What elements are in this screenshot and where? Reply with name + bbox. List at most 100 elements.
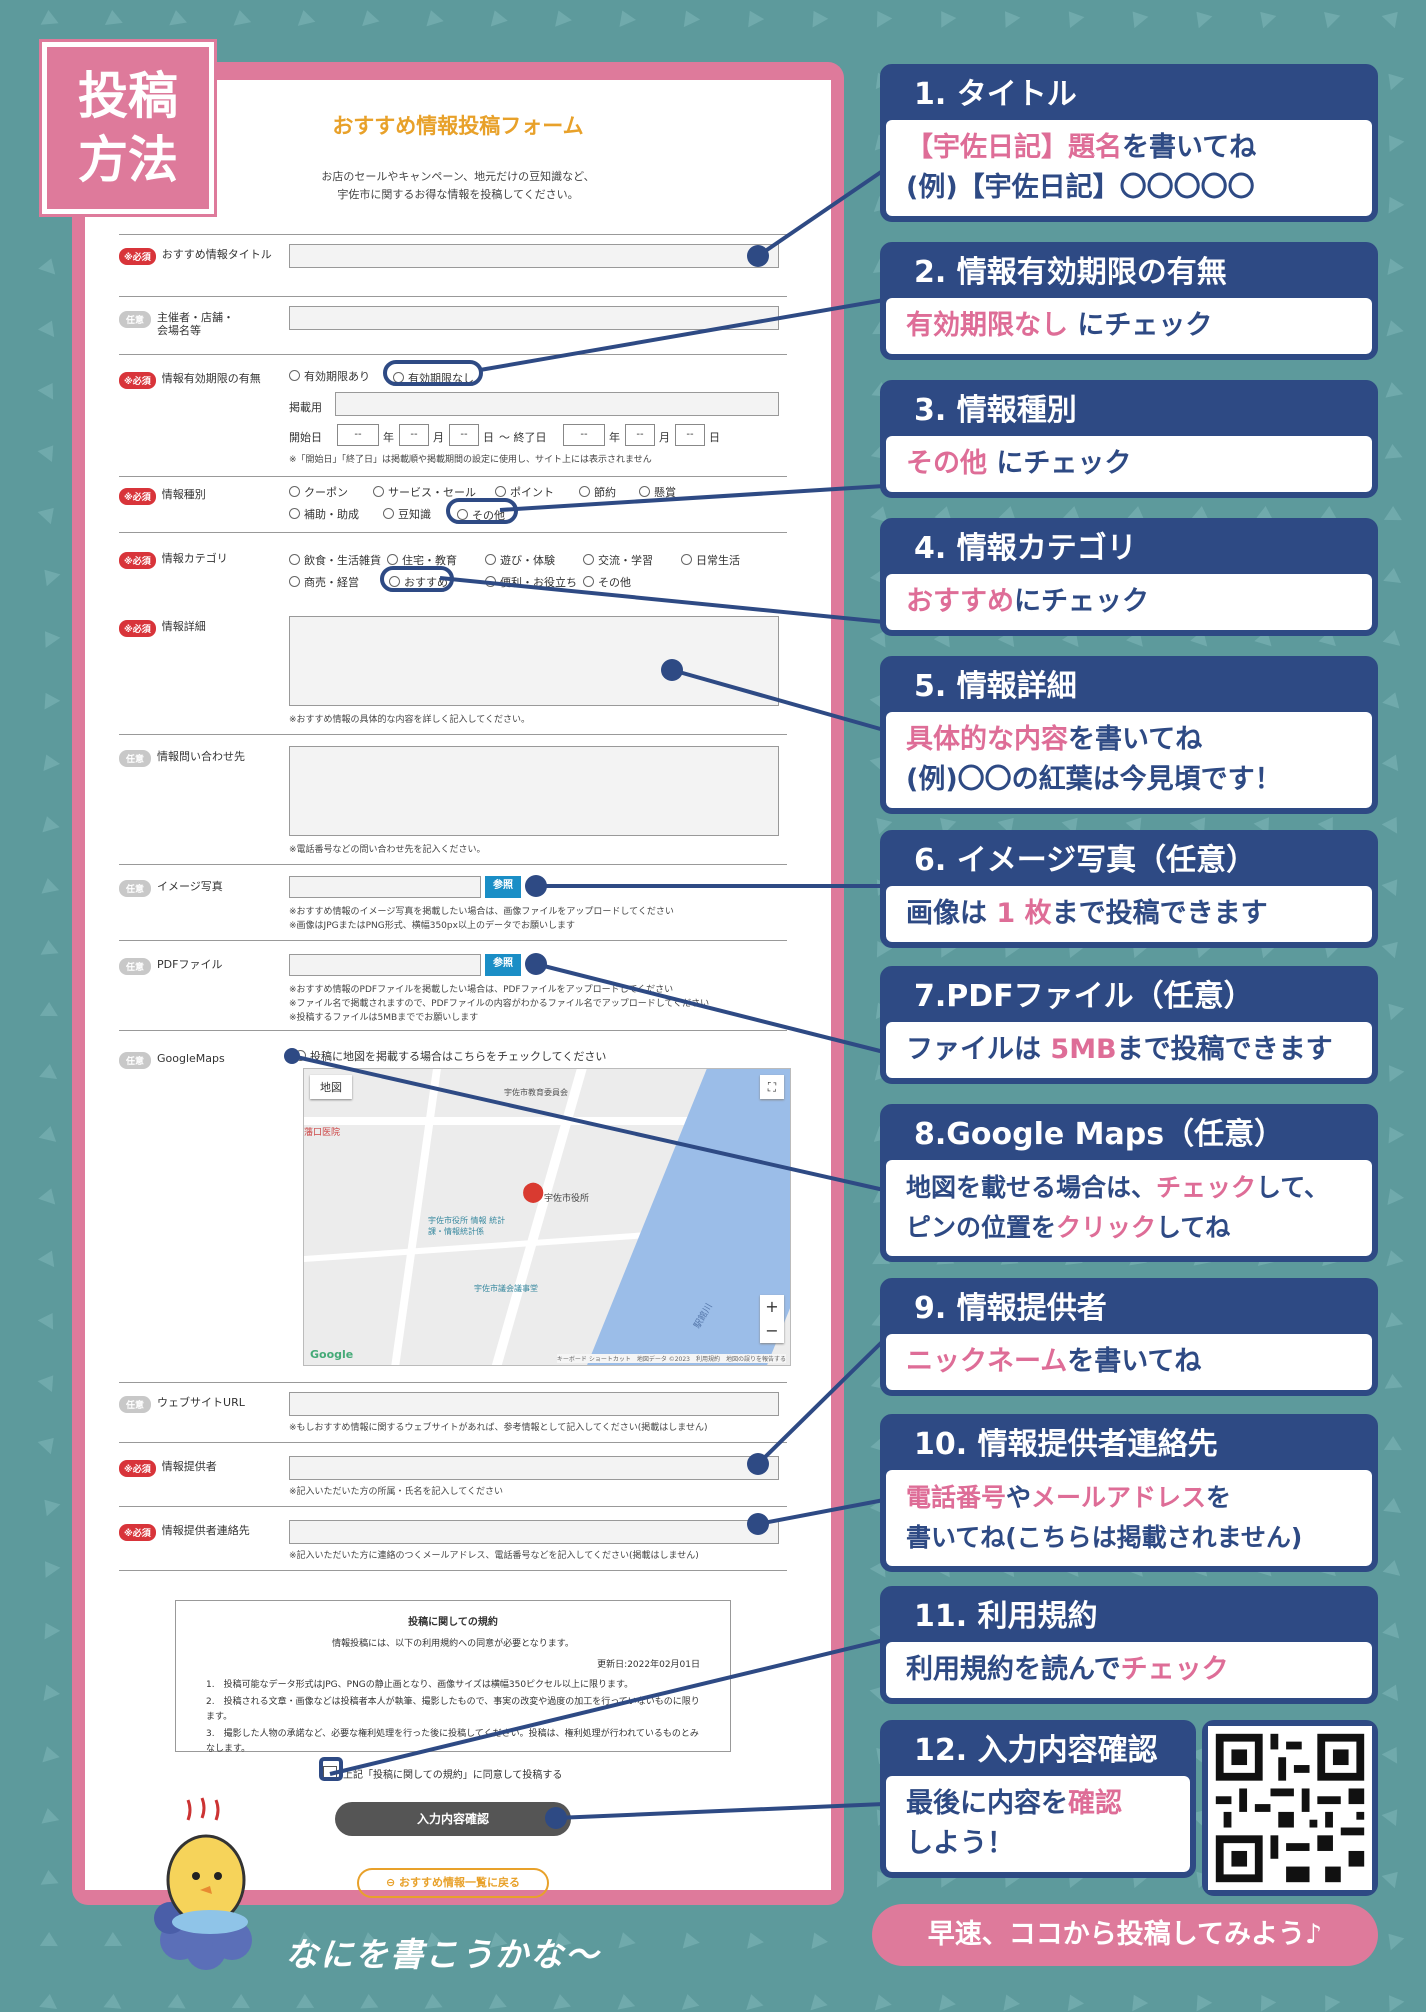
pdf-browse-button[interactable]: 参照 (485, 954, 521, 976)
radio-type-trivia[interactable]: 豆知識 (383, 506, 431, 522)
start-year-select[interactable]: -- (337, 424, 379, 446)
pattern-triangle (39, 939, 59, 955)
radio-type-other[interactable]: その他 (457, 507, 505, 523)
pdf-file-input[interactable] (289, 954, 481, 976)
pattern-triangle (613, 7, 637, 27)
map-type-button[interactable]: 地図 (310, 1075, 352, 1099)
highlight-text: メールアドレス (1031, 1483, 1207, 1512)
pattern-triangle (1381, 130, 1405, 152)
radio-type-prize[interactable]: 懸賞 (639, 484, 676, 500)
divider (119, 1570, 787, 1571)
radio-cat-housing[interactable]: 住宅・教育 (387, 552, 457, 568)
zoom-in-icon[interactable]: + (765, 1297, 779, 1316)
body-text: にチェック (1068, 310, 1213, 341)
radio-period-yes[interactable]: 有効期限あり (289, 368, 370, 384)
pattern-triangle (1381, 1680, 1405, 1702)
required-badge: ※必須 (119, 372, 156, 389)
radio-cat-recommend[interactable]: おすすめ (389, 574, 448, 590)
pattern-triangle (167, 8, 187, 26)
pattern-triangle (1125, 5, 1149, 29)
pattern-triangle (869, 6, 893, 28)
step-body: 電話番号やメールアドレスを書いてね(こちらは掲載されません) (886, 1470, 1372, 1566)
maps-checkbox[interactable]: 投稿に地図を掲載する場合はこちらをチェックしてください (295, 1048, 606, 1064)
web-url-input[interactable] (289, 1392, 779, 1416)
pattern-triangle (37, 1246, 61, 1268)
end-month-select[interactable]: -- (625, 424, 655, 446)
form-intro-line1: お店のセールやキャンペーン、地元だけの豆知識など、 (321, 170, 595, 183)
detail-label: 情報詳細 (161, 620, 206, 633)
pattern-triangle (551, 1992, 571, 2010)
title-input[interactable] (289, 244, 779, 268)
detail-textarea[interactable] (289, 616, 779, 706)
body-text: 地図を載せる場合は、 (906, 1173, 1157, 1202)
confirm-button[interactable]: 入力内容確認 (335, 1802, 571, 1836)
google-map[interactable]: 地図 ⛶ 宇佐市教育委員会 宇佐市役所 ⬤ 宇佐市役所 情報 統計課・情報統計係… (303, 1068, 791, 1366)
radio-cat-business[interactable]: 商売・経営 (289, 574, 359, 590)
cta-banner[interactable]: 早速、ココから投稿してみよう♪ (872, 1904, 1378, 1966)
contact-label: 情報提供者連絡先 (161, 1524, 250, 1537)
terms-box[interactable]: 投稿に関しての規約 情報投稿には、以下の利用規約への同意が必要となります。 更新… (175, 1600, 731, 1754)
pattern-triangle (1381, 1060, 1405, 1082)
radio-type-point[interactable]: ポイント (495, 484, 554, 500)
end-year-select[interactable]: -- (563, 424, 605, 446)
step-heading: 11. 利用規約 (914, 1599, 1098, 1634)
agree-checkbox[interactable] (323, 1766, 337, 1780)
pattern-triangle (677, 6, 701, 28)
end-day-select[interactable]: -- (675, 424, 705, 446)
web-note: ※もしおすすめ情報に関するウェブサイトがあれば、参考情報として記入してください(… (289, 1423, 708, 1433)
pattern-triangle (1382, 1247, 1404, 1267)
pattern-triangle (1381, 1990, 1405, 2012)
start-month-select[interactable]: -- (399, 424, 429, 446)
step-heading: 7.PDFファイル（任意） (914, 979, 1254, 1014)
pattern-triangle (1125, 1990, 1149, 2012)
pattern-triangle (1383, 1373, 1403, 1389)
pdf-note3: ※投稿するファイルは5MBまででお願いします (289, 1013, 479, 1023)
radio-type-coupon[interactable]: クーポン (289, 484, 348, 500)
radio-cat-other[interactable]: その他 (583, 574, 631, 590)
start-day-select[interactable]: -- (449, 424, 479, 446)
radio-type-saving[interactable]: 節約 (579, 484, 616, 500)
radio-period-no[interactable]: 有効期限なし (393, 370, 474, 386)
category-label: 情報カテゴリ (161, 552, 228, 565)
pattern-triangle (1381, 5, 1405, 29)
required-badge: ※必須 (119, 248, 156, 265)
publish-input[interactable] (335, 392, 779, 416)
radio-cat-exchange[interactable]: 交流・学習 (583, 552, 653, 568)
radio-cat-daily[interactable]: 日常生活 (681, 552, 740, 568)
qr-code[interactable] (1202, 1720, 1378, 1896)
month-label: 月 (433, 431, 444, 444)
inquiry-textarea[interactable] (289, 746, 779, 836)
publish-label: 掲載用 (289, 401, 322, 414)
map-label: 宇佐市役所 情報 統計課・情報統計係 (428, 1216, 506, 1236)
provider-input[interactable] (289, 1456, 779, 1480)
terms-item: 1. 投稿可能なデータ形式はJPG、PNGの静止画となり、画像サイズは横幅350… (206, 1680, 634, 1690)
step-body: 地図を載せる場合は、チェックして、ピンの位置をクリックしてね (886, 1160, 1372, 1256)
map-pin-icon[interactable]: ⬤ (522, 1179, 545, 1203)
org-input[interactable] (289, 306, 779, 330)
terms-item: 3. 撮影した人物の承諾など、必要な権利処理を行った後に投稿してください。投稿は… (206, 1729, 699, 1754)
radio-type-sale[interactable]: サービス・セール (373, 484, 476, 500)
radio-cat-useful[interactable]: 便利・お役立ち (485, 574, 577, 590)
zoom-controls[interactable]: +− (760, 1295, 784, 1343)
radio-cat-play[interactable]: 遊び・体験 (485, 552, 555, 568)
step-card-7: 7.PDFファイル（任意） ファイルは 5MBまで投稿できます (880, 966, 1378, 1084)
body-text: にチェック (987, 448, 1132, 479)
body-text: 画像は (906, 898, 997, 929)
radio-cat-food[interactable]: 飲食・生活雑貨 (289, 552, 381, 568)
fullscreen-icon[interactable]: ⛶ (760, 1075, 784, 1099)
image-browse-button[interactable]: 参照 (485, 876, 521, 898)
radio-type-subsidy[interactable]: 補助・助成 (289, 506, 359, 522)
image-file-input[interactable] (289, 876, 481, 898)
pattern-triangle (997, 6, 1021, 28)
back-to-list-link[interactable]: ⊖ おすすめ情報一覧に戻る (357, 1868, 549, 1898)
zoom-out-icon[interactable]: − (765, 1321, 779, 1340)
contact-input[interactable] (289, 1520, 779, 1544)
pattern-triangle (39, 1062, 59, 1080)
pattern-triangle (1317, 1990, 1341, 2012)
step-heading: 5. 情報詳細 (914, 669, 1077, 704)
step-card-5: 5. 情報詳細 具体的な内容を書いてね(例)〇〇の紅葉は今見頃です！ (880, 656, 1378, 814)
image-row-label: 任意イメージ写真 (119, 880, 267, 897)
step-heading: 12. 入力内容確認 (914, 1733, 1158, 1768)
